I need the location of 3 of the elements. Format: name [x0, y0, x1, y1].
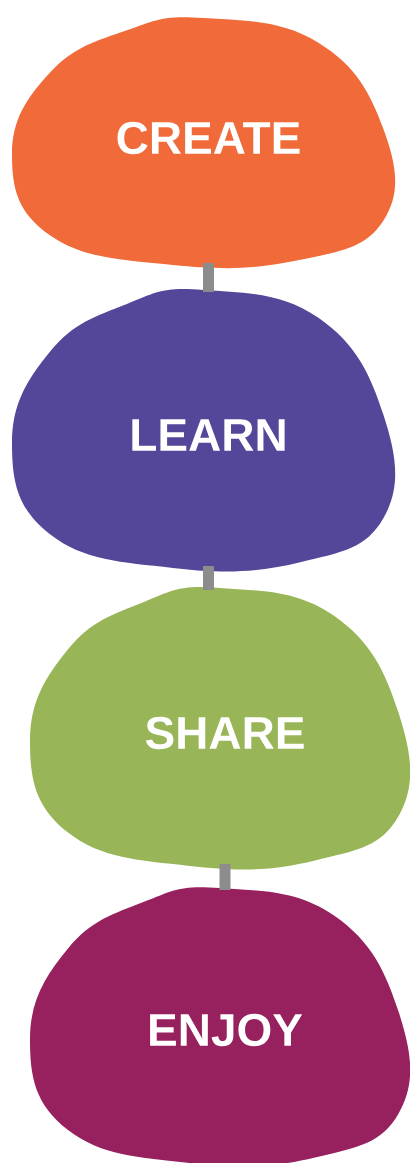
connector-bar: [203, 566, 214, 590]
connector-bar: [219, 864, 231, 890]
connector-bar: [203, 263, 214, 292]
